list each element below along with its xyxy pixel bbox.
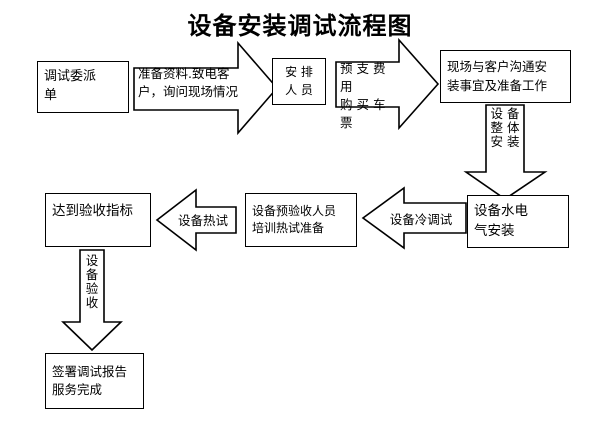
page-title: 设备安装调试流程图 [187,12,413,40]
label-equipment-acceptance: 设备验收 [80,254,104,310]
vertical-char-row: 收 [85,295,99,310]
label-prepare-materials: 准备资料.致电客 户，询问现场情况 [138,66,239,100]
node-acceptance-target[interactable]: 达到验收指标 [45,193,151,247]
label-whole-install: 设 备整 体安 装 [486,107,524,149]
node-water-power-install[interactable]: 设备水电 气安装 [467,195,569,248]
node-water-power-install-label: 设备水电 气安装 [474,202,528,239]
node-onsite-communication-label: 现场与客户沟通安 装事宜及准备工作 [447,59,548,93]
node-pre-acceptance[interactable]: 设备预验收人员 培训热试准备 [245,193,357,247]
label-cold-commissioning: 设备冷调试 [389,212,453,227]
node-pre-acceptance-label: 设备预验收人员 培训热试准备 [252,203,337,235]
node-sign-report-label: 签署调试报告 服务完成 [52,363,128,397]
node-dispatch-order[interactable]: 调试委派 单 [37,61,129,113]
node-sign-report[interactable]: 签署调试报告 服务完成 [45,353,144,409]
node-dispatch-order-label: 调试委派 单 [44,69,97,103]
node-acceptance-target-label: 达到验收指标 [52,203,133,219]
vertical-char-row: 设 [85,253,99,268]
label-advance-fee: 预 支 费 用 购 买 车 票 [340,61,386,131]
node-arrange-staff[interactable]: 安 排 人 员 [272,58,326,105]
label-hot-test: 设备热试 [177,213,228,228]
vertical-char-row: 验 [85,281,99,296]
vertical-char-row: 备 [85,267,99,282]
vertical-char-row: 设 备 [490,106,520,121]
vertical-char-row: 整 体 [490,120,520,135]
node-arrange-staff-label: 安 排 人 员 [285,65,313,97]
vertical-char-row: 安 装 [490,134,520,149]
node-onsite-communication[interactable]: 现场与客户沟通安 装事宜及准备工作 [440,50,571,103]
